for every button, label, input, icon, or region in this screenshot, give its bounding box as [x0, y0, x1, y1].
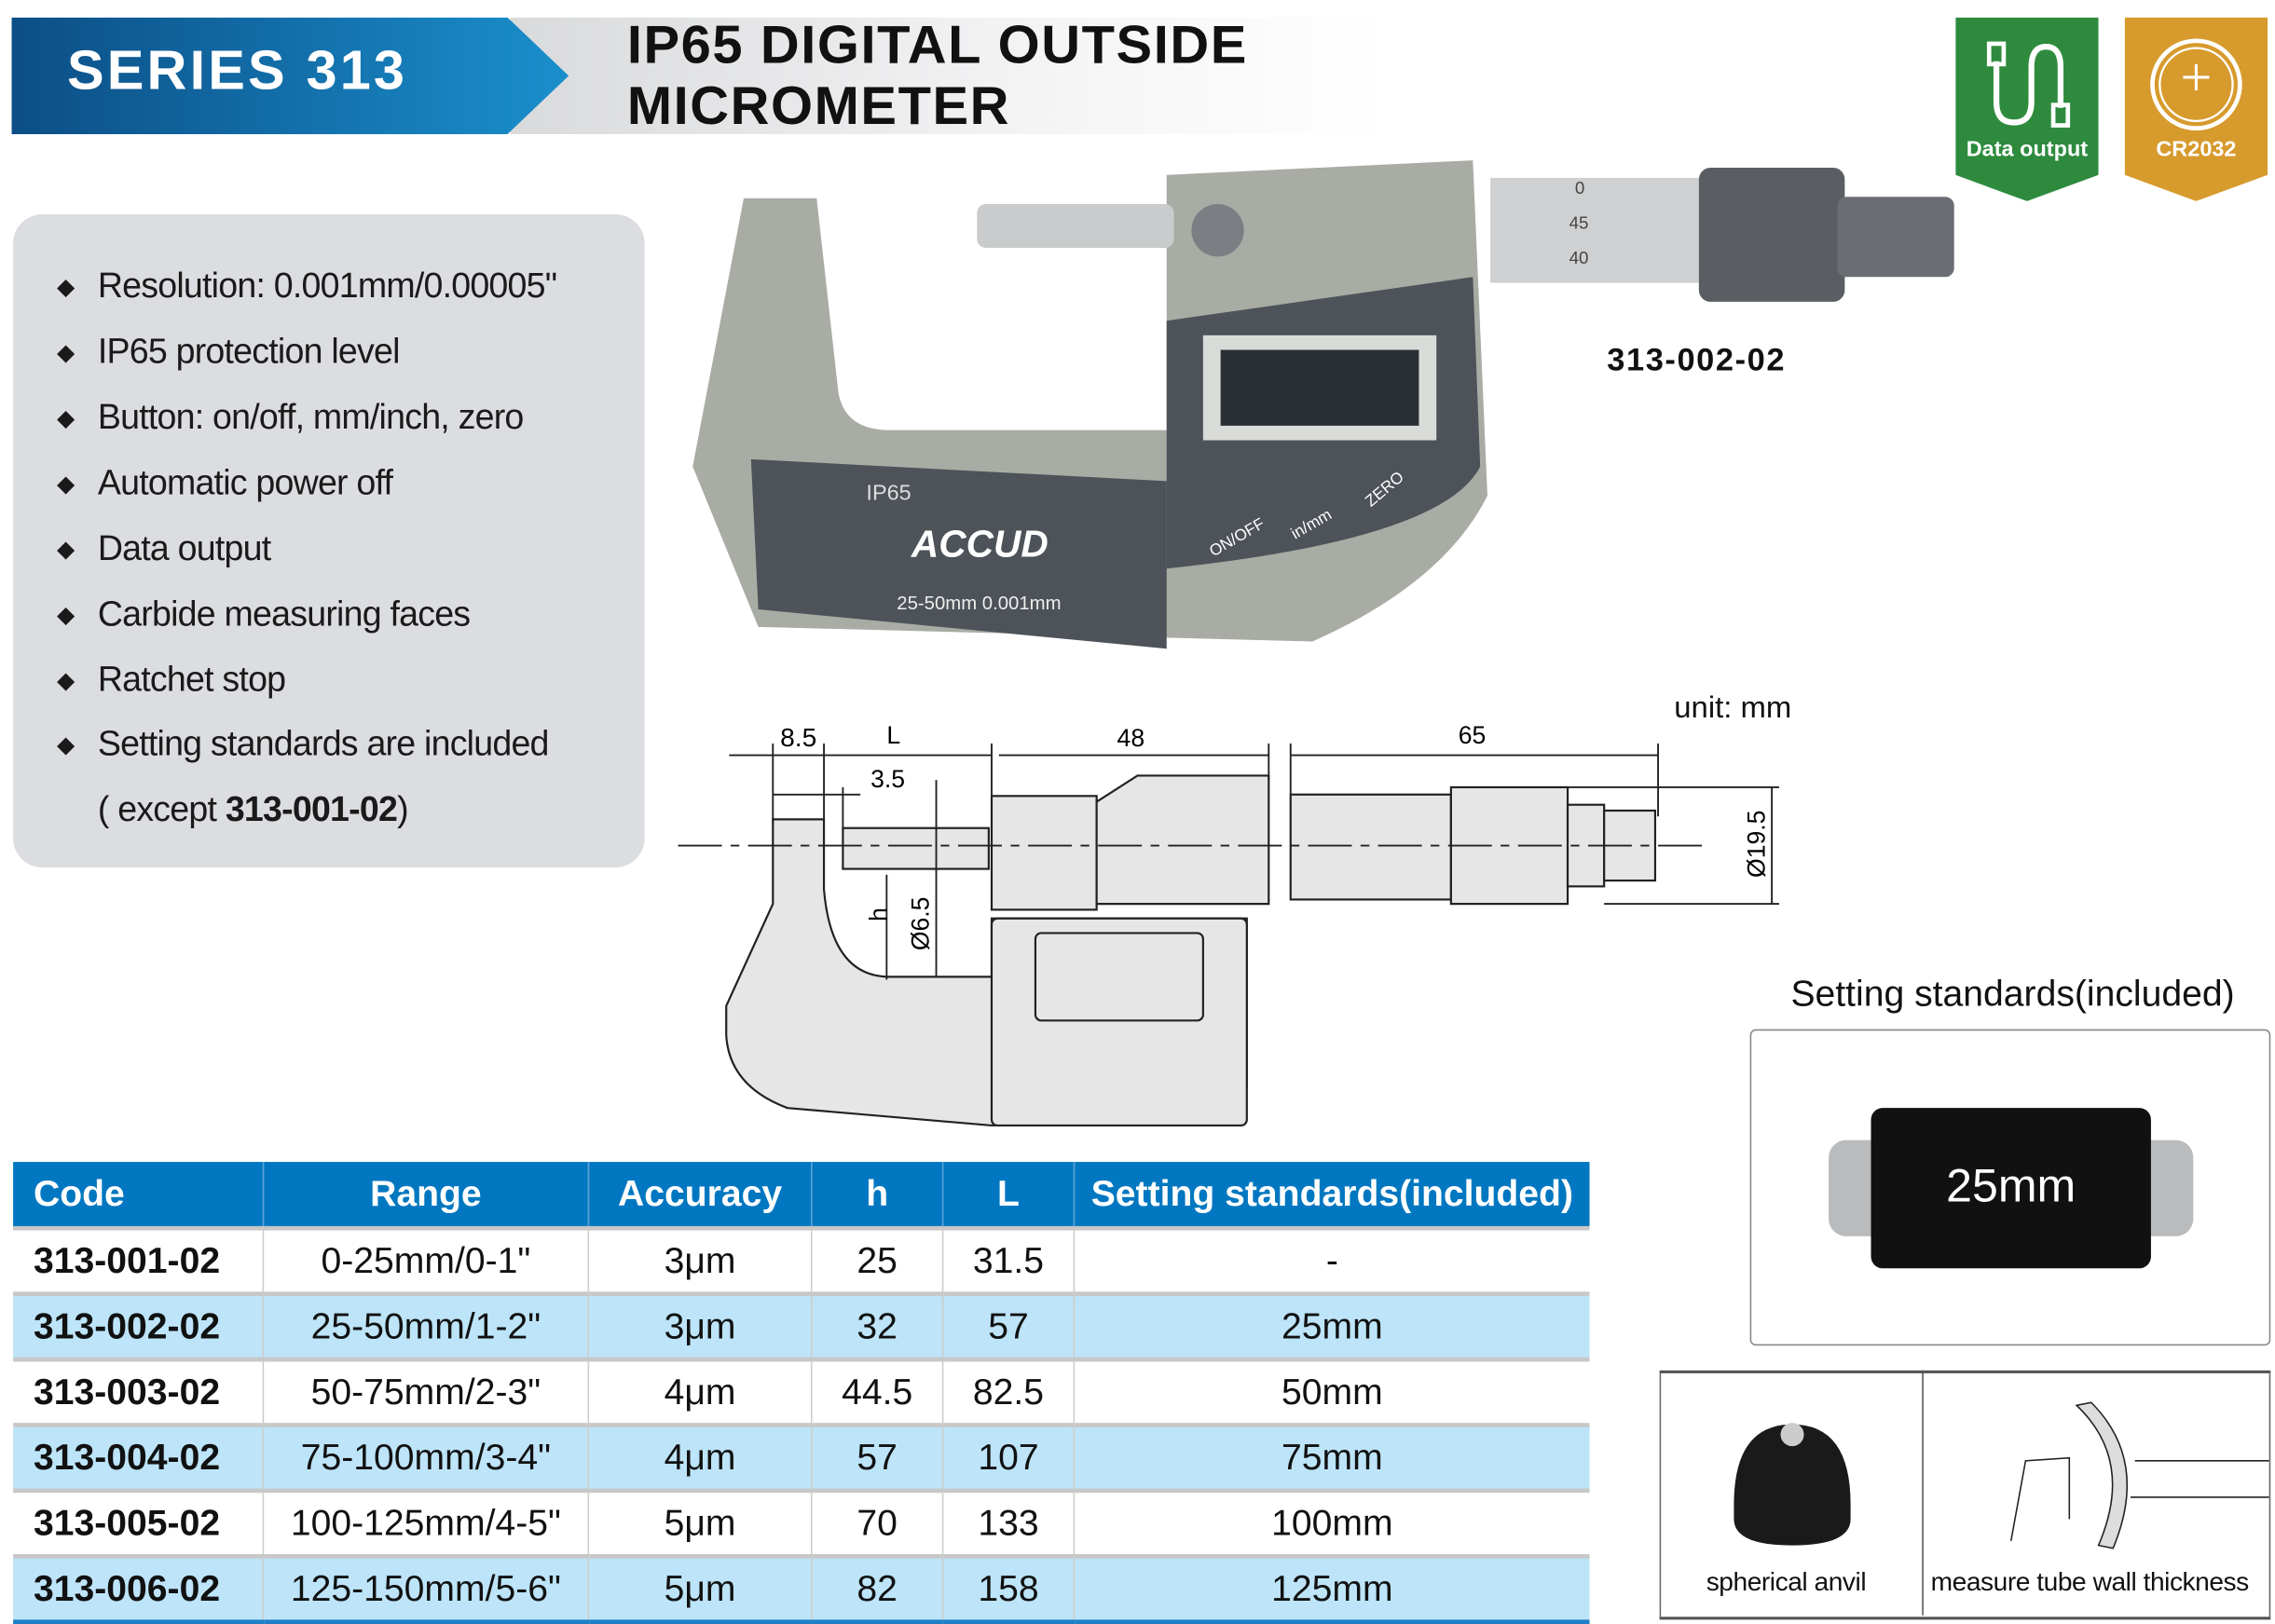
model-label: 313-002-02 [1607, 341, 1787, 378]
table-cell: 4μm [587, 1357, 812, 1426]
col-h: h [810, 1162, 943, 1229]
tube-wall-caption: measure tube wall thickness [1930, 1567, 2250, 1597]
feature-item: ◆Button: on/off, mm/inch, zero [57, 398, 524, 438]
table-header-row: Code Range Accuracy h L Setting standard… [13, 1162, 1590, 1229]
series-banner [11, 17, 569, 134]
feature-item: ◆Setting standards are included [57, 724, 549, 764]
page-title-line1: IP65 DIGITAL OUTSIDE [626, 14, 1248, 75]
table-cell: 100mm [1073, 1488, 1590, 1557]
thimble-mark: 0 [1575, 178, 1584, 198]
feature-item: ◆Carbide measuring faces [57, 594, 471, 635]
table-cell: 32 [810, 1291, 943, 1360]
table-cell: - [1073, 1225, 1590, 1294]
table-cell: 50-75mm/2-3" [262, 1357, 589, 1426]
dim-l: L [886, 721, 900, 749]
badge-data-output: Data output [1955, 17, 2099, 201]
table-cell: 313-004-02 [13, 1423, 264, 1491]
dim-thimble-dia: Ø19.5 [1742, 811, 1770, 878]
brand-logo: ACCUD [911, 523, 1048, 566]
dim-8-5: 8.5 [780, 723, 816, 752]
table-cell: 0-25mm/0-1" [262, 1225, 589, 1294]
micrometer-photo: IP65 ACCUD 25-50mm 0.001mm ON/OFF in/mm … [692, 160, 1954, 649]
table-cell: 82.5 [941, 1357, 1075, 1426]
table-cell: 5μm [587, 1553, 812, 1624]
thimble-mark: 45 [1569, 213, 1589, 233]
table-cell: 313-006-02 [13, 1553, 264, 1624]
table-cell: 4μm [587, 1423, 812, 1491]
table-cell: 133 [941, 1488, 1075, 1557]
standards-title: Setting standards(included) [1790, 974, 2235, 1016]
series-label: SERIES 313 [66, 40, 408, 102]
feature-item: ◆IP65 protection level [57, 332, 400, 372]
table-cell: 31.5 [941, 1225, 1075, 1294]
col-standards: Setting standards(included) [1073, 1162, 1590, 1229]
unit-label: unit: mm [1674, 690, 1792, 725]
badge-label: CR2032 [2156, 137, 2237, 162]
col-code: Code [13, 1162, 264, 1229]
setting-standard-image: 25mm [1829, 1108, 2194, 1269]
table-cell: 313-005-02 [13, 1488, 264, 1557]
table-cell: 100-125mm/4-5" [262, 1488, 589, 1557]
table-cell: 70 [810, 1488, 943, 1557]
table-cell: 44.5 [810, 1357, 943, 1426]
table-cell: 25 [810, 1225, 943, 1294]
dim-h: h [864, 908, 892, 921]
features-panel: ◆Resolution: 0.001mm/0.00005" ◆IP65 prot… [13, 214, 645, 867]
dim-3-5: 3.5 [870, 765, 905, 793]
title-band [510, 17, 1386, 134]
page-title-line2: MICROMETER [626, 75, 1011, 136]
feature-item: ◆Ratchet stop [57, 660, 286, 701]
table-cell: 25-50mm/1-2" [262, 1291, 589, 1360]
feature-item: ◆Resolution: 0.001mm/0.00005" [57, 266, 557, 307]
dim-spindle-dia: Ø6.5 [907, 897, 935, 951]
table-cell: 75mm [1073, 1423, 1590, 1491]
standards-image-box: 25mm [1749, 1029, 2271, 1346]
table-cell: 75-100mm/3-4" [262, 1423, 589, 1491]
spherical-anvil-caption: spherical anvil [1706, 1567, 1867, 1597]
ip-label: IP65 [866, 481, 911, 505]
anvil-box: spherical anvil measure tube wall thickn… [1659, 1370, 2271, 1620]
dim-65: 65 [1459, 721, 1487, 749]
table-cell: 107 [941, 1423, 1075, 1491]
table-cell: 3μm [587, 1291, 812, 1360]
thimble-mark: 40 [1569, 248, 1589, 267]
technical-drawing: 8.5 L 48 65 3.5 h Ø6.5 Ø19.5 [678, 721, 1779, 1127]
col-range: Range [262, 1162, 589, 1229]
feature-item: ◆Automatic power off [57, 463, 393, 503]
feature-item: ◆Data output [57, 528, 271, 569]
table-cell: 313-001-02 [13, 1225, 264, 1294]
spherical-anvil-image [1734, 1401, 2269, 1549]
table-cell: 313-003-02 [13, 1357, 264, 1426]
table-cell: 125mm [1073, 1553, 1590, 1624]
table-cell: 82 [810, 1553, 943, 1624]
feature-note: ( except 313-001-02) [97, 790, 409, 830]
table-cell: 313-002-02 [13, 1291, 264, 1360]
table-cell: 158 [941, 1553, 1075, 1624]
dim-48: 48 [1117, 724, 1145, 752]
divider [1922, 1370, 1924, 1616]
col-l: L [941, 1162, 1075, 1229]
table-cell: 57 [810, 1423, 943, 1491]
spec-label: 25-50mm 0.001mm [897, 594, 1061, 614]
coin-battery-icon [2124, 17, 2268, 201]
badge-battery: CR2032 [2124, 17, 2268, 201]
table-cell: 5μm [587, 1488, 812, 1557]
usb-cable-icon [1955, 17, 2099, 201]
table-cell: 25mm [1073, 1291, 1590, 1360]
table-cell: 57 [941, 1291, 1075, 1360]
spec-table: Code Range Accuracy h L Setting standard… [13, 1162, 1590, 1624]
badge-label: Data output [1966, 137, 2089, 162]
col-accuracy: Accuracy [587, 1162, 812, 1229]
table-cell: 125-150mm/5-6" [262, 1553, 589, 1624]
table-cell: 50mm [1073, 1357, 1590, 1426]
table-cell: 3μm [587, 1225, 812, 1294]
standard-size-label: 25mm [1946, 1159, 2076, 1211]
